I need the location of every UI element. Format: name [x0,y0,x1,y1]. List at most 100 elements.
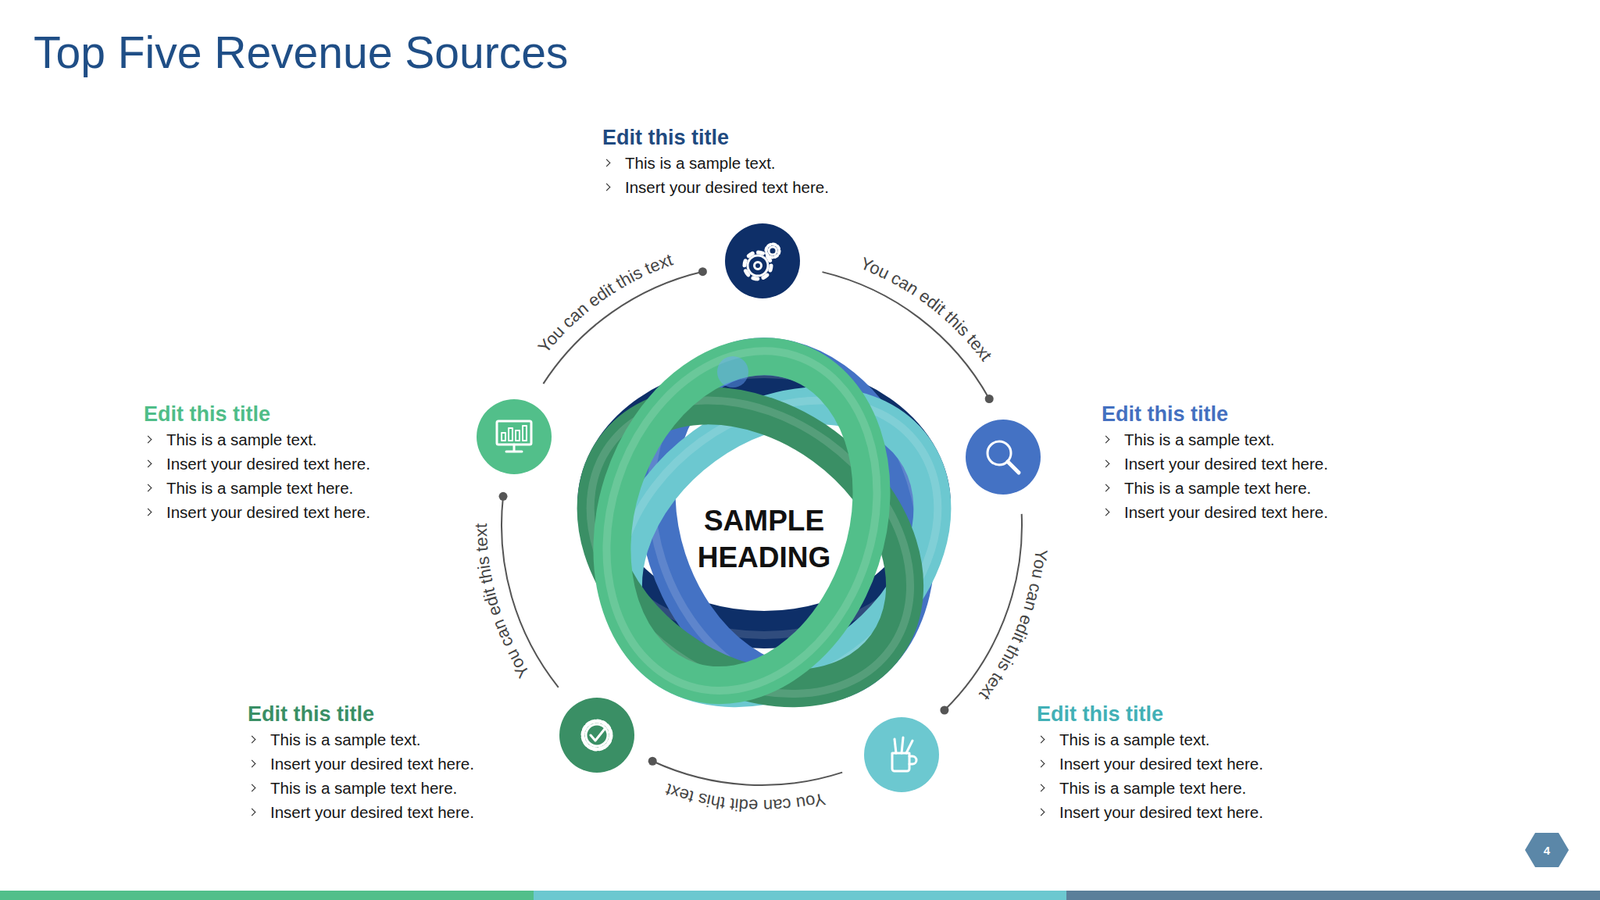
icon-stroke [582,721,611,750]
bullet-text: This is a sample text. [625,153,776,172]
bullet-text: Insert your desired text here. [625,178,829,197]
block-heading: Edit this title [143,400,511,428]
bullet-text: Insert your desired text here. [166,503,371,522]
bullet-text: Insert your desired text here. [1124,454,1329,473]
icon-stroke [906,740,913,754]
arc-label-text: You can edit this text [534,250,676,358]
bullet-chevron [1102,508,1111,517]
ribbon-knot: SAMPLE HEADING [568,332,960,724]
bullet-item: Insert your desired text here. [143,500,511,525]
bullet-item: This is a sample text here. [247,775,615,800]
bullet-text: Insert your desired text here. [1059,803,1264,822]
connector-group: You can edit this text [471,492,559,688]
bullet-text: This is a sample text here. [166,478,354,497]
center-heading: SAMPLE HEADING [682,503,847,577]
connector-end-dot [648,757,658,766]
bullet-text: This is a sample text. [166,430,318,449]
bullet-text: This is a sample text here. [1124,478,1311,497]
bullet-item: Insert your desired text here. [1101,500,1469,525]
arc-label-text: You can edit this text [471,523,534,682]
arc-label-text: You can edit this text [975,548,1052,704]
bullet-chevron [603,183,611,192]
page-number: 4 [1524,832,1570,868]
connector-group: You can edit this text [534,250,708,385]
icon-stroke [747,255,768,276]
bullet-item: This is a sample text. [247,727,615,752]
arc-label: You can edit this text [534,250,676,358]
bullet-chevron [603,159,611,168]
arc-label: You can edit this text [857,253,997,365]
bullet-chevron [248,784,257,793]
icon-stroke [894,739,897,754]
footer-stripe [0,890,534,900]
bullet-text: This is a sample text here. [1059,778,1247,797]
icon-stroke [515,430,520,441]
connector-end-dot [499,492,508,501]
bullet-item: Insert your desired text here. [247,751,615,776]
bullet-chevron [248,808,257,817]
bullet-text: This is a sample text. [1124,430,1275,449]
bullet-item: Insert your desired text here. [1101,451,1469,476]
icon-circle: Edit this titleThis is a sample text.Ins… [559,697,635,773]
footer-stripe [1066,890,1600,900]
icon-glyph [725,223,800,299]
bullet-chevron [1037,808,1046,817]
bullet-text: Insert your desired text here. [270,803,475,822]
text-block: Edit this titleThis is a sample text.Ins… [247,700,615,825]
icon-circle-fill [965,419,1041,495]
icon-stroke [892,753,910,772]
icon-circle-fill [476,399,552,475]
text-block: Edit this titleThis is a sample text. Ins… [143,400,511,525]
icon-circle: Edit this titleThis is a sample text.Ins… [476,399,552,475]
footer-stripe [533,890,1067,900]
block-heading: Edit this title [1101,400,1469,428]
bullet-chevron [1102,435,1111,444]
bullet-chevron [248,735,257,744]
slide-title: Top Five Revenue Sources [33,28,568,78]
text-block: Edit this titleThis is a sample text.Ins… [1036,700,1404,825]
text-block: Edit this titleThis is a sample text.Ins… [602,124,970,200]
icon-glyph [864,717,940,793]
bullet-chevron [144,484,153,493]
icon-circle-fill [725,223,800,299]
bullet-item: This is a sample text here. [1101,475,1469,500]
icon-circle: Edit this titleThis is a sample text.Ins… [965,419,1041,495]
icon-circle: Edit this titleThis is a sample text.Ins… [725,223,800,299]
icon-stroke [585,724,608,747]
bullet-item: Insert your desired text here. [1036,800,1404,825]
bullet-text: This is a sample text. [270,730,422,749]
icon-glyph [559,697,635,773]
icon-glyph [965,419,1041,495]
bullet-text: This is a sample text here. [270,778,458,797]
hexagon-fill [1525,832,1569,868]
bullet-item: This is a sample text here. [1036,775,1404,800]
icon-stroke [901,737,904,754]
icon-stroke [513,444,516,451]
icon-stroke [754,262,762,270]
arc-label: You can edit this text [975,548,1052,704]
icon-glyph [476,399,552,475]
bullet-chevron [1037,735,1046,744]
bullet-chevron [144,508,153,517]
bullet-item: Insert your desired text here. [1036,751,1404,776]
bullet-chevron [248,760,257,768]
bullet-item: This is a sample text. [1101,427,1469,452]
icon-stroke [508,428,513,441]
icon-stroke [768,246,777,255]
ribbon-glow [717,356,749,388]
bullet-chevron [1102,460,1111,468]
bullet-item: Insert your desired text here. [602,175,970,200]
arc-connector [652,760,843,786]
bullet-text: This is a sample text. [1059,730,1211,749]
bullet-chevron [1102,484,1111,493]
bullet-item: Insert your desired text here. [143,451,511,476]
arc-label-text: You can edit this text [663,779,828,816]
icon-stroke [909,756,917,765]
icon-circle-fill [864,717,940,793]
ribbon-band [571,322,913,720]
ribbon-shine [564,315,920,726]
bullet-chevron [144,460,153,468]
bullet-item: This is a sample text. [602,150,970,175]
connector-end-dot [698,267,708,276]
